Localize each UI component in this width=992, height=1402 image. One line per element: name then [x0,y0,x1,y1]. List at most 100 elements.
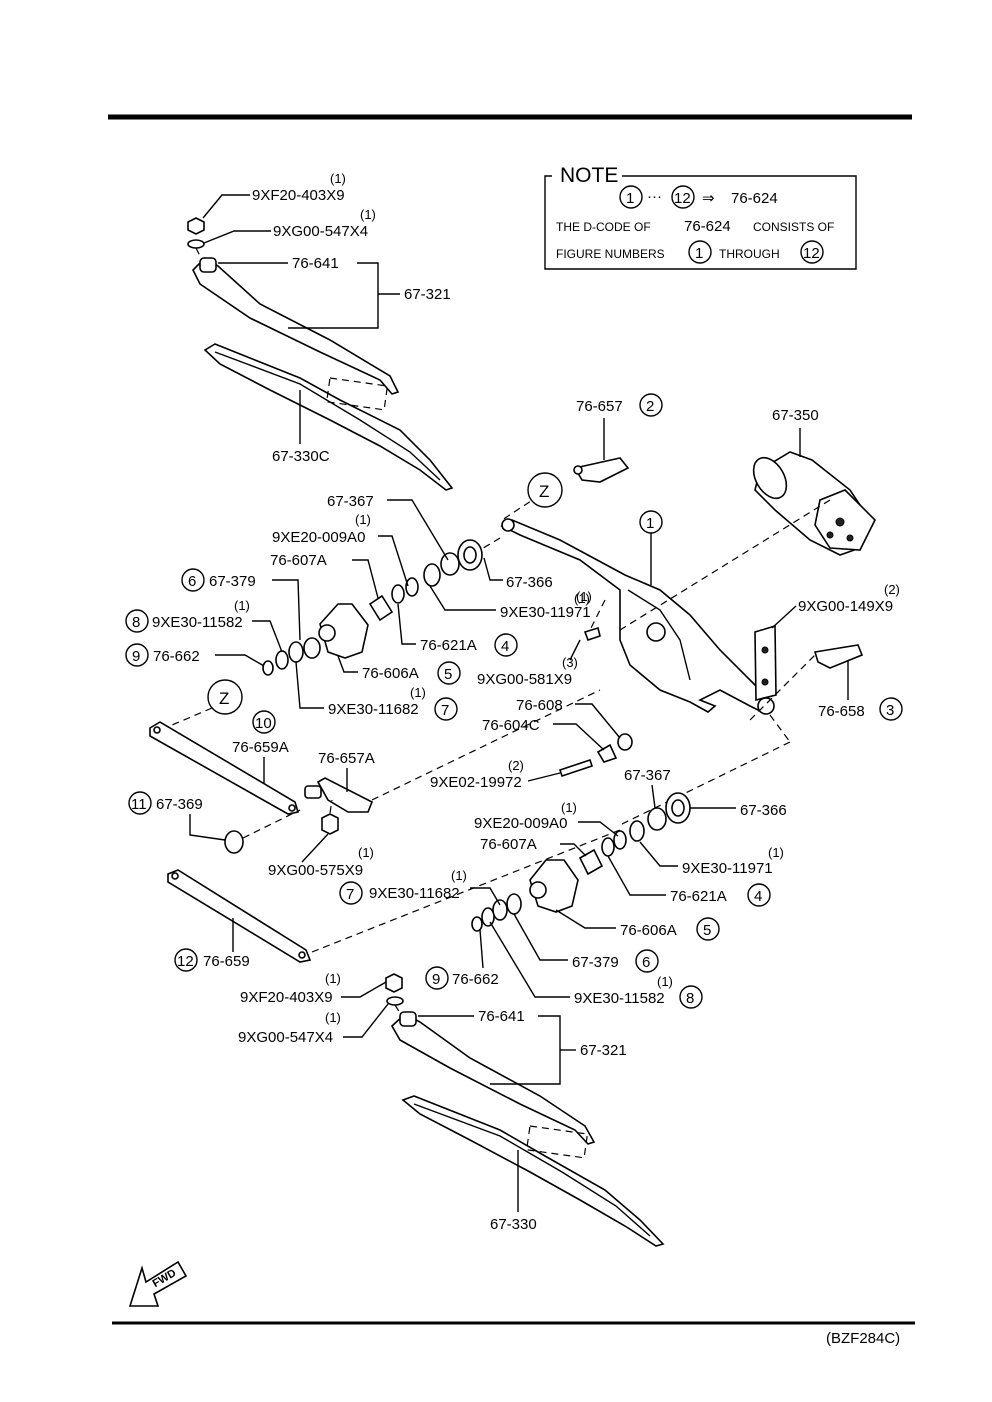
label-bot-washer-q: (1) [325,1010,341,1025]
label-ring-67379-n: 6 [188,573,196,590]
label-bracket-149-q: (2) [884,582,900,597]
label-z-lower: Z [219,689,229,708]
label-link-76657: 76-657 [576,398,623,415]
label-clip-11682-q: (1) [410,685,426,700]
label-link-76658: 76-658 [818,703,865,720]
label-clip-11582: 9XE30-11582 [152,614,243,631]
label-low-76606-n: 5 [703,922,711,939]
label-bot-nut-q: (1) [325,971,341,986]
label-low-67367: 67-367 [624,767,671,784]
label-bot-washer: 9XG00-547X4 [238,1029,333,1046]
label-clip-11682-n: 7 [441,702,449,719]
label-low-11682-q: (1) [451,868,467,883]
label-top-washer-q: (1) [360,207,376,222]
rod-76659a-shape [149,721,300,815]
label-rod-76659: 76-659 [203,953,250,970]
label-low-11971-q: (1) [768,845,784,860]
bot-nut-shape [385,973,403,993]
note-line3-num2: 12 [803,245,820,262]
screw-shape [558,758,594,778]
rod-76659-shape [167,869,312,963]
label-ring-9xe20: 9XE20-009A0 [272,529,365,546]
label-low-76621: 76-621A [670,888,727,905]
note-line3-num1: 1 [695,245,703,262]
main-frame-shape [500,519,772,714]
label-nut-76608: 76-608 [516,697,563,714]
label-bot-blade: 67-330 [490,1216,537,1233]
label-rod-76659a-n: 10 [255,715,272,732]
label-low-11582-n: 8 [686,990,694,1007]
label-top-blade: 67-330C [272,448,330,465]
top-nut-shape [187,217,205,235]
label-ring-9xe20-q: (1) [355,512,371,527]
label-low-76662: 76-662 [452,971,499,988]
bot-washer-shape [386,996,404,1006]
label-top-arm: 67-321 [404,286,451,303]
bush-67369-shape [224,830,244,854]
link-76657-shape [573,457,630,483]
label-low-9xe20: 9XE20-009A0 [474,815,567,832]
label-clip-11582-n: 8 [132,614,140,631]
label-screw: 9XE02-19972 [430,774,522,791]
fwd-arrow-icon: FWD [128,1260,188,1307]
label-bracket-149: 9XG00-149X9 [798,598,893,615]
label-boot-76606: 76-606A [362,665,419,682]
label-low-67379-n: 6 [642,954,650,971]
note-arrow: ⇒ [702,190,715,207]
label-low-67379: 67-379 [572,954,619,971]
label-bush-67369-n: 11 [131,796,147,813]
label-rod-76659a: 76-659A [232,739,289,756]
label-link-76657-n: 2 [646,398,654,415]
label-nut-575: 9XG00-575X9 [268,862,363,879]
bot-arm-shape [390,1013,596,1145]
note-line2-code: 76-624 [684,218,731,235]
label-bot-arm: 67-321 [580,1042,627,1059]
label-bush-67369: 67-369 [156,796,203,813]
label-ring-67379: 67-379 [209,573,256,590]
label-frame-n: 1 [646,515,654,532]
note-range-end: 12 [674,190,691,207]
label-screw-q: (2) [508,758,524,773]
label-nut-76604c: 76-604C [482,717,540,734]
label-z-upper: Z [539,482,549,501]
label-seal-76621-n: 4 [501,638,509,655]
label-crank-76657a: 76-657A [318,750,375,767]
diagram-code: (BZF284C) [826,1330,900,1347]
label-low-67366: 67-366 [740,802,787,819]
bolt-shape [583,626,601,642]
label-motor: 67-350 [772,407,819,424]
bot-blade-shape [401,1095,665,1247]
label-link-76658-n: 3 [886,702,894,719]
label-cap-67366: 67-366 [506,574,553,591]
label-nut-575-q: (1) [358,845,374,860]
top-arm-shape [192,256,400,395]
label-rod-76659-n: 12 [177,953,194,970]
label-low-76621-n: 4 [754,888,762,905]
note-range-start: 1 [626,190,634,207]
label-bot-nut: 9XF20-403X9 [240,989,333,1006]
label-low-9xe20-q: (1) [561,800,577,815]
label-clip-11582-q: (1) [234,598,250,613]
label-low-11971: 9XE30-11971 [682,860,773,877]
label-bolt-581-q2: (3) [562,655,578,670]
top-blade-shape [203,343,454,491]
label-bot-cap: 76-641 [478,1008,525,1025]
label-top-nut: 9XF20-403X9 [252,187,345,204]
note-title: NOTE [560,164,618,187]
label-washer-76662-n: 9 [132,648,140,665]
nut-575-shape [321,813,339,835]
label-top-washer: 9XG00-547X4 [273,223,368,240]
linkage-frame-drawing [500,451,876,826]
nut-76604c-shape [596,743,618,763]
note-code: 76-624 [731,190,778,207]
label-low-11682: 9XE30-11682 [369,885,460,902]
bracket-9xg00-149-shape [754,624,777,702]
label-low-11582-q: (1) [657,974,673,989]
label-low-76607: 76-607A [480,836,537,853]
label-clip-11682: 9XE30-11682 [328,701,419,718]
label-bolt-581: 9XG00-581X9 [477,671,572,688]
label-sleeve-76607: 76-607A [270,552,327,569]
top-washer-shape [187,239,205,249]
label-top-nut-q: (1) [330,171,346,186]
label-bolt-581-q: (1) [574,591,590,606]
